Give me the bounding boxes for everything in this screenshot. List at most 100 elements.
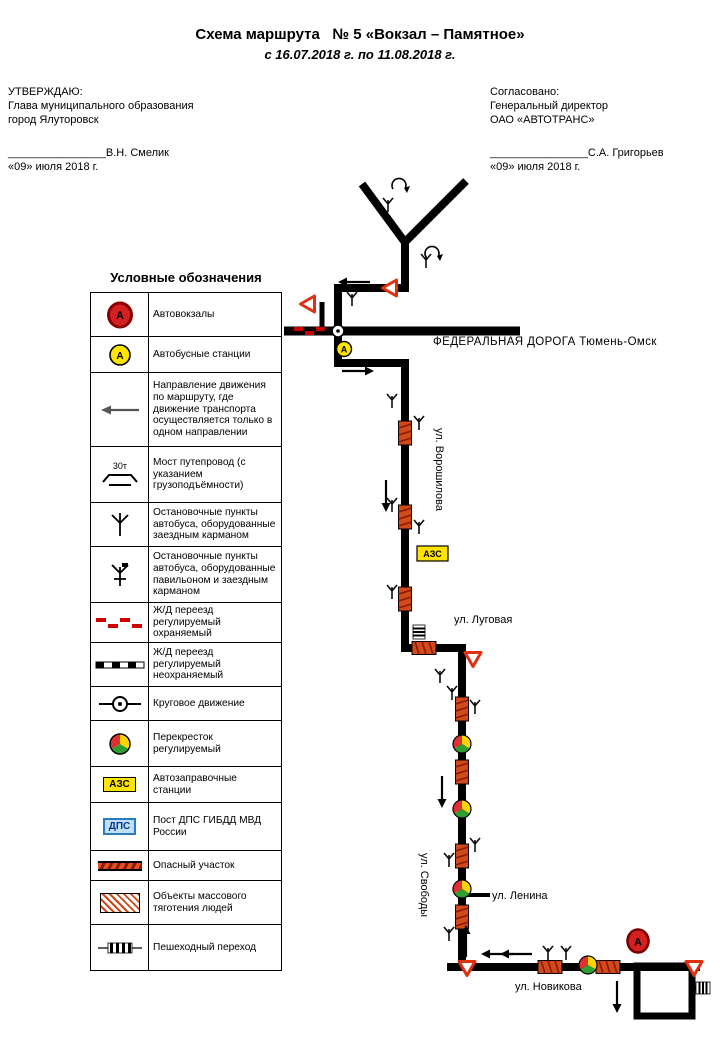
approval-block-right: Согласовано: Генеральный директор ОАО «А… bbox=[490, 85, 715, 174]
danger-bar bbox=[97, 860, 142, 871]
legend-row: Направление движения по маршруту, где дв… bbox=[91, 373, 281, 447]
legend-table: А Автовокзалы А Автобусные станции Напра… bbox=[90, 292, 282, 971]
danger-section-icon bbox=[397, 420, 413, 446]
legend-label: Мост путепровод (с указанием грузоподъём… bbox=[153, 456, 246, 492]
bus-stop-icon bbox=[469, 699, 481, 715]
page-title: Схема маршрута № 5 «Вокзал – Памятное» bbox=[195, 26, 525, 43]
street-label-novikova: ул. Новикова bbox=[515, 981, 583, 993]
legend-terminal-letter: А bbox=[116, 310, 124, 322]
legend-label: Направление движения по маршруту, где дв… bbox=[153, 379, 273, 439]
legend-station-letter: А bbox=[116, 351, 123, 362]
bus-stop-icon bbox=[386, 393, 398, 409]
traffic-light-icon bbox=[452, 734, 472, 754]
legend-row: Перекресток регулируемый bbox=[91, 721, 281, 767]
traffic-light-icon bbox=[452, 879, 472, 899]
legend-label: Объекты массового тяготения людей bbox=[153, 890, 247, 914]
bus-terminal-icon: А bbox=[91, 293, 149, 336]
bus-stop-icon bbox=[443, 852, 455, 868]
approval-right-signature: ________________С.А. Григорьев bbox=[490, 147, 664, 159]
azs-badge: АЗС bbox=[103, 777, 136, 792]
approval-left-signature: ________________В.Н. Смелик bbox=[8, 147, 169, 159]
dps-post-icon: ДПС bbox=[91, 803, 149, 850]
legend-label: Автозаправочные станции bbox=[153, 772, 237, 796]
legend-label: Пост ДПС ГИБДД МВД России bbox=[153, 814, 262, 838]
approval-right-line2: Генеральный директор bbox=[490, 100, 608, 112]
one-way-arrow-icon bbox=[91, 373, 149, 446]
legend-bridge-weight: 30т bbox=[112, 461, 126, 471]
bus-stop-icon bbox=[443, 926, 455, 942]
roundabout-icon bbox=[91, 687, 149, 720]
bus-station-marker: А bbox=[335, 340, 353, 358]
mass-attraction-box bbox=[99, 892, 140, 913]
bus-stop-icon bbox=[346, 291, 358, 307]
give-way-icon bbox=[299, 294, 316, 314]
street-label-svobody: ул. Свободы bbox=[418, 853, 430, 917]
approval-right-date: «09» июля 2018 г. bbox=[490, 161, 581, 173]
bus-stop-pavilion-icon bbox=[91, 547, 149, 602]
street-label-lenina: ул. Ленина bbox=[492, 890, 548, 902]
legend-row: Опасный участок bbox=[91, 851, 281, 881]
approval-right-line3: ОАО «АВТОТРАНС» bbox=[490, 114, 595, 126]
bus-stop-icon bbox=[469, 837, 481, 853]
direction-arrow-icon bbox=[340, 365, 376, 377]
legend-label: Ж/Д переезд регулируемый неохраняемый bbox=[153, 646, 224, 682]
bus-stop-icon bbox=[560, 945, 572, 961]
danger-section-icon bbox=[411, 640, 437, 656]
legend-label: Остановочные пункты автобуса, оборудован… bbox=[153, 506, 276, 542]
traffic-light-icon bbox=[452, 799, 472, 819]
legend-label: Автовокзалы bbox=[153, 308, 215, 320]
legend-label: Остановочные пункты автобуса, оборудован… bbox=[153, 550, 276, 598]
legend-label: Круговое движение bbox=[153, 697, 245, 709]
legend-row: Объекты массового тяготения людей bbox=[91, 881, 281, 925]
approval-right-heading: Согласовано: bbox=[490, 86, 560, 98]
bridge-icon: 30т bbox=[91, 447, 149, 502]
legend-label: Пешеходный переход bbox=[153, 941, 257, 953]
legend-row: А Автовокзалы bbox=[91, 293, 281, 337]
danger-section-icon bbox=[91, 851, 149, 880]
danger-section-icon bbox=[454, 904, 470, 930]
approval-left-line3: город Ялуторовск bbox=[8, 114, 99, 126]
direction-arrow-icon bbox=[436, 774, 448, 810]
street-label-voroshilova: ул. Ворошилова bbox=[433, 428, 445, 512]
pedestrian-crossing-icon bbox=[412, 624, 426, 640]
legend-row: 30т Мост путепровод (с указанием грузопо… bbox=[91, 447, 281, 503]
dps-badge: ДПС bbox=[102, 818, 137, 835]
danger-section-icon bbox=[537, 959, 563, 975]
bus-stop-icon bbox=[542, 945, 554, 961]
traffic-light-icons bbox=[452, 734, 598, 975]
danger-section-icon bbox=[397, 504, 413, 530]
give-way-icon bbox=[684, 960, 704, 977]
mass-attraction-icon bbox=[91, 881, 149, 924]
bus-station-icon: А bbox=[91, 337, 149, 372]
traffic-light-icon bbox=[578, 955, 598, 975]
legend-row: ДПС Пост ДПС ГИБДД МВД России bbox=[91, 803, 281, 851]
street-label-lugovaya: ул. Луговая bbox=[454, 614, 512, 626]
pedestrian-crossing-icon bbox=[695, 981, 711, 995]
turn-arrow-icon bbox=[391, 177, 411, 194]
railway-crossing-guarded-icon bbox=[91, 603, 149, 642]
danger-section-icon bbox=[397, 586, 413, 612]
turnaround-loop bbox=[633, 962, 696, 1020]
legend-label: Опасный участок bbox=[153, 859, 235, 871]
approval-left-line2: Глава муниципального образования bbox=[8, 100, 194, 112]
direction-arrow-icon bbox=[380, 478, 392, 514]
bus-terminal-letter: А bbox=[634, 937, 642, 949]
page-subtitle: с 16.07.2018 г. по 11.08.2018 г. bbox=[264, 47, 456, 62]
legend-row: А Автобусные станции bbox=[91, 337, 281, 373]
legend-label: Автобусные станции bbox=[153, 348, 251, 360]
danger-section-icon bbox=[595, 959, 621, 975]
legend-title: Условные обозначения bbox=[110, 270, 262, 285]
roundabout-icon bbox=[331, 324, 345, 338]
give-way-icon bbox=[457, 960, 477, 977]
legend-label: Ж/Д переезд регулируемый охраняемый bbox=[153, 604, 221, 640]
traffic-light-icon bbox=[91, 721, 149, 766]
approval-left-date: «09» июля 2018 г. bbox=[8, 161, 99, 173]
direction-arrow-icon bbox=[611, 979, 623, 1015]
legend-row: АЗС Автозаправочные станции bbox=[91, 767, 281, 803]
street-labels: ФЕДЕРАЛЬНАЯ ДОРОГА Тюмень-Омск ул. Ворош… bbox=[418, 336, 657, 993]
bus-stop-icon bbox=[386, 584, 398, 600]
give-way-icon bbox=[381, 278, 398, 298]
legend-row: Остановочные пункты автобуса, оборудован… bbox=[91, 547, 281, 603]
